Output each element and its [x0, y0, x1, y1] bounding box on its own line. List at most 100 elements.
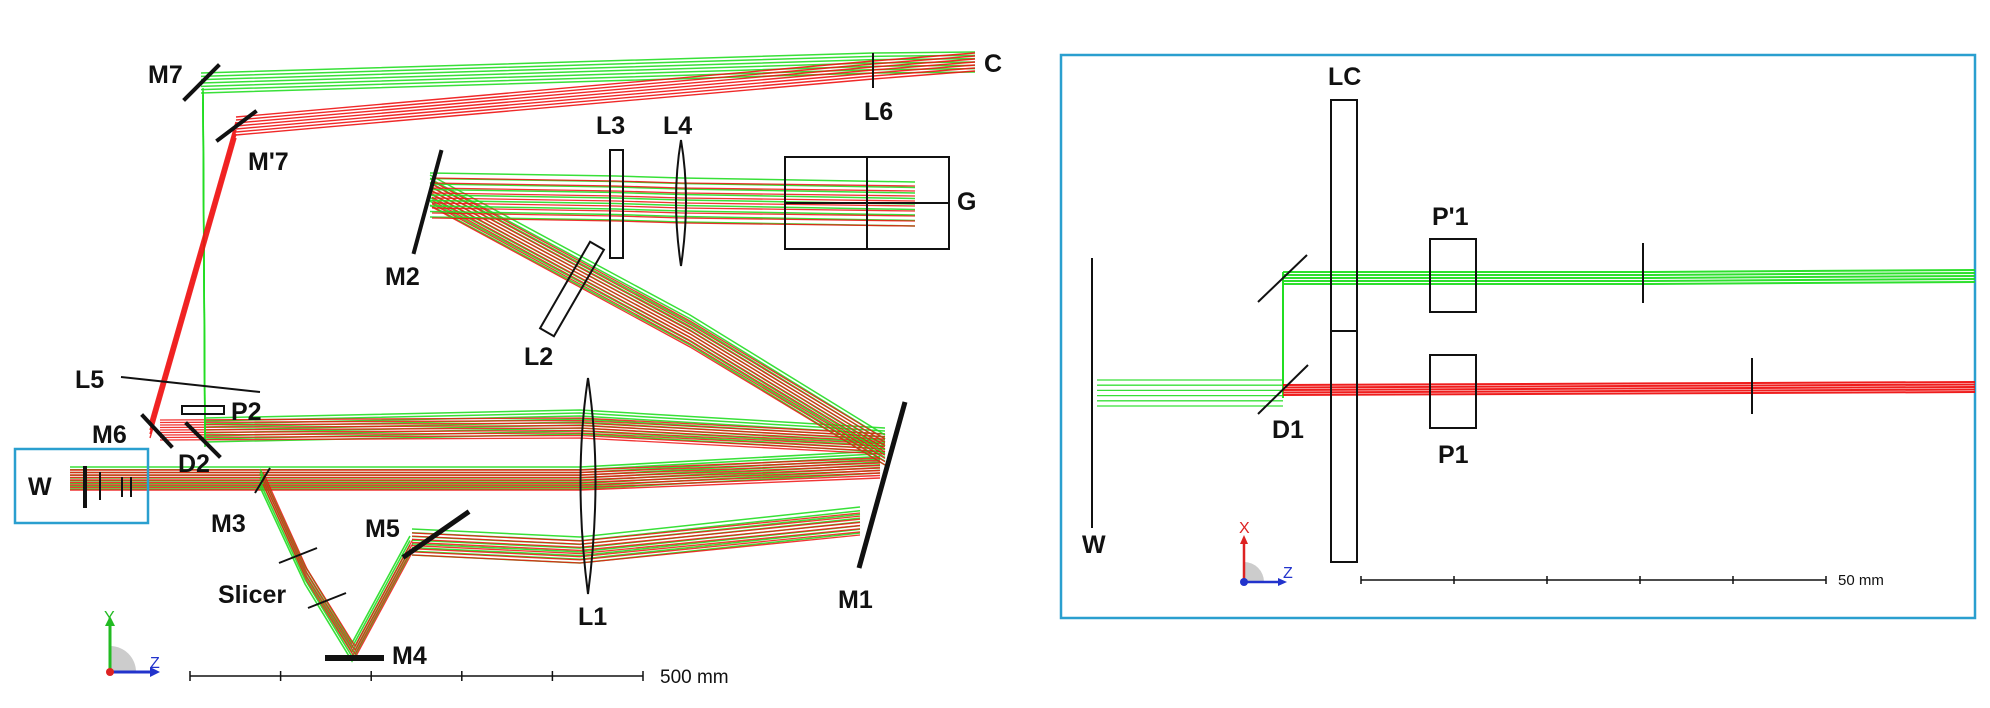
label-m4: M4 — [392, 642, 427, 670]
beam-m1-to-m2-red — [431, 180, 886, 466]
label-inset-w: W — [1082, 531, 1106, 559]
polarizer-p1 — [1429, 354, 1477, 429]
beam-m5-to-m1-red-ray — [411, 512, 861, 542]
inset-axis-origin-dot — [1240, 578, 1248, 586]
beam-m2-to-g-green-ray — [429, 205, 916, 216]
label-m7-prime: M'7 — [248, 148, 289, 176]
label-l4: L4 — [663, 112, 692, 140]
beam-m1-to-d2-red-ray — [159, 429, 886, 448]
polarizer-p1-prime — [1429, 238, 1477, 313]
beam-m5-to-m1-red-ray — [411, 528, 861, 558]
beam-m1-to-d2-green-ray — [204, 412, 886, 432]
mirror-m7-prime — [215, 109, 258, 143]
beam-m2-to-g-red-ray — [431, 187, 916, 197]
beam-m2-to-g-red-ray — [431, 182, 916, 192]
beam-m1-to-d2-red — [159, 417, 886, 455]
beam-m2-to-g-green-ray — [429, 183, 916, 194]
label-d2: D2 — [178, 450, 210, 478]
inset-beam-upper-green-ray — [1283, 272, 1976, 276]
slicer-mark-2 — [307, 592, 347, 609]
label-l3: L3 — [596, 112, 625, 140]
inset-scale-bar-label: 50 mm — [1838, 572, 1884, 589]
axis-y-label: Y — [104, 609, 115, 626]
label-p1: P1 — [1438, 441, 1469, 469]
labels-main: C M7 L6 L3 L4 M'7 G M2 L2 L5 P2 M6 D2 W … — [28, 50, 1002, 670]
axis-indicator-arc — [110, 646, 136, 672]
beam-m2-to-g-green-ray — [429, 199, 916, 211]
lens-l4 — [675, 139, 687, 267]
beam-m2-to-g-green-ray — [429, 188, 916, 200]
inset-beam-w-green — [1097, 379, 1283, 407]
beam-m2-to-g-red-ray — [431, 197, 916, 207]
beam-m2-to-g-red-ray — [431, 217, 916, 227]
label-m5: M5 — [365, 515, 400, 543]
beam-m5-to-m1-red-ray — [411, 534, 861, 564]
beam-bundles-main — [70, 51, 976, 663]
beam-m1-to-d2-red-ray — [159, 427, 886, 445]
axis-z-arrow-icon — [150, 667, 160, 677]
lens-l2 — [538, 240, 606, 338]
label-slicer: Slicer — [218, 581, 286, 609]
label-m1: M1 — [838, 586, 873, 614]
inset-view: LC P'1 D1 P1 W 50 mm X Z — [1059, 53, 1977, 620]
beam-m6-to-m7p-red-ray — [149, 125, 237, 427]
beam-m1-to-d2-red-ray — [159, 434, 886, 453]
mirror-m2 — [411, 149, 444, 255]
labels-inset: LC P'1 D1 P1 W — [1082, 63, 1469, 559]
lens-l5 — [120, 376, 261, 393]
beam-m1-to-d2-red-ray — [159, 437, 886, 455]
beam-m1-to-m2-red-ray — [431, 206, 886, 466]
main-view: C M7 L6 L3 L4 M'7 G M2 L2 L5 P2 M6 D2 W … — [13, 50, 1002, 688]
label-l1: L1 — [578, 603, 607, 631]
beam-m3-m4-red-ray — [262, 479, 414, 656]
beam-m5-to-m1-green-ray — [411, 524, 861, 557]
beam-bundles-inset — [1097, 269, 1976, 407]
label-c: C — [984, 50, 1002, 78]
dichroic-d1 — [1257, 364, 1309, 415]
mirror-m1 — [856, 401, 908, 569]
beam-m7-to-c-green — [200, 51, 976, 94]
label-p1-prime: P'1 — [1432, 203, 1469, 231]
scale-ticks-inset — [1360, 576, 1827, 584]
beam-m5-to-m1-red — [411, 512, 861, 564]
inset-frame — [1059, 53, 1977, 620]
plate-p2 — [181, 405, 225, 415]
beam-m2-to-g-red-ray — [431, 212, 916, 222]
scale-bar-inset: 50 mm — [1360, 572, 1884, 589]
scale-bar-main: 500 mm — [189, 667, 729, 688]
mirror-m7 — [182, 63, 221, 102]
label-l2: L2 — [524, 343, 553, 371]
label-d1: D1 — [1272, 416, 1304, 444]
axis-indicator-inset: X Z — [1239, 520, 1293, 586]
beam-m1-to-m2-red-ray — [431, 199, 886, 460]
beam-m3-m4-red — [262, 471, 414, 660]
beam-m2-to-g-red-ray — [431, 192, 916, 202]
inset-beam-upper-green — [1283, 269, 1976, 285]
beam-m2-to-g-red — [431, 177, 916, 227]
beam-m1-to-d2-green-ray — [204, 409, 886, 429]
beam-m5-to-m1-red-ray — [411, 531, 861, 561]
beam-m5-to-m1-red-ray — [411, 518, 861, 548]
beam-m1-to-d2-red-ray — [159, 419, 886, 438]
axis-z-label: Z — [150, 655, 160, 672]
inset-axis-z-arrow-icon — [1278, 578, 1287, 586]
axis-x-label: X — [1239, 520, 1250, 537]
inset-beam-lower-red — [1282, 381, 1976, 396]
label-p2: P2 — [231, 398, 262, 426]
beam-m6-to-m7p-red-ray — [149, 121, 237, 423]
beam-m2-to-g-green-ray — [429, 172, 916, 183]
beam-m3-m4-green-ray — [259, 482, 411, 659]
beam-m1-to-d2-red-ray — [159, 424, 886, 443]
mirror-m5 — [401, 509, 471, 560]
dichroic-d2 — [184, 421, 222, 459]
beam-m6-to-m7p-red — [149, 121, 237, 439]
beam-d2-to-m7-green-ray — [202, 101, 206, 448]
slicer-mark-1 — [278, 547, 318, 564]
beam-m3-m4-red-ray — [262, 471, 414, 648]
beam-m1-to-m2-green-ray — [429, 174, 886, 436]
beam-m2-to-g-red-ray — [431, 202, 916, 212]
inset-beam-upper-green-ray — [1283, 269, 1976, 273]
beam-m1-to-m2-red-ray — [431, 193, 886, 453]
